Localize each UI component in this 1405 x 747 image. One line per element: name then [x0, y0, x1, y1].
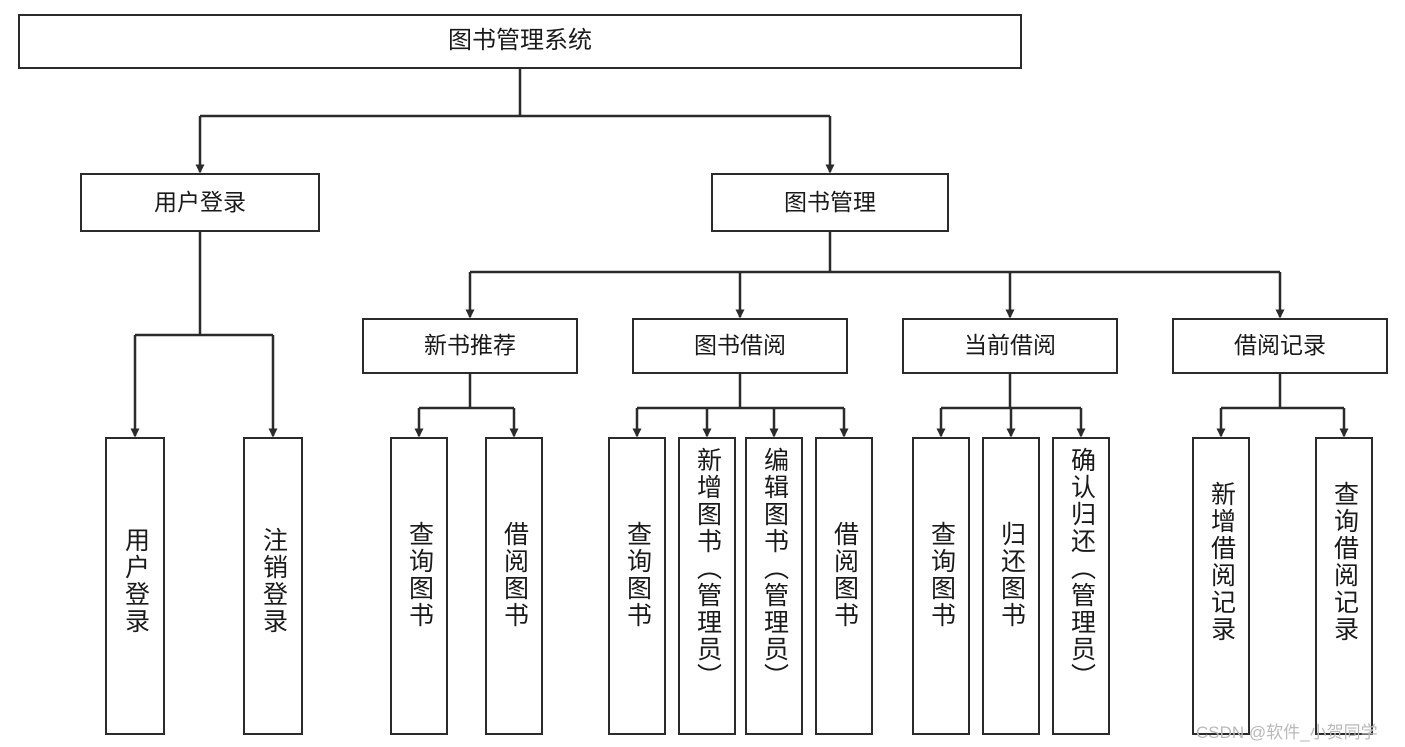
- node-l3-c3: 确认归还（管理员）: [1052, 437, 1110, 735]
- node-l3-b1: 查询图书: [608, 437, 666, 735]
- node-label: 新增借阅记录: [1207, 481, 1236, 643]
- node-label: 查询图书: [927, 521, 956, 629]
- node-root: 图书管理系统: [18, 14, 1022, 69]
- node-l3-u2: 注销登录: [243, 437, 303, 735]
- node-l3-r1: 新增借阅记录: [1192, 437, 1250, 735]
- node-label: 借阅图书: [500, 521, 529, 629]
- node-l3-n2: 借阅图书: [485, 437, 543, 735]
- node-l1-book: 图书管理: [711, 173, 949, 232]
- edge-group: [130, 69, 1349, 438]
- node-l2-current: 当前借阅: [902, 318, 1118, 374]
- node-label: 用户登录: [154, 188, 246, 215]
- node-l3-r2: 查询借阅记录: [1315, 437, 1373, 735]
- node-label: 当前借阅: [964, 332, 1056, 359]
- node-label: 查询图书: [623, 521, 652, 629]
- node-label: 借阅图书: [830, 521, 859, 629]
- node-l3-u1: 用户登录: [105, 437, 165, 735]
- node-l1-user: 用户登录: [80, 173, 320, 232]
- node-l3-b2: 新增图书（管理员）: [678, 437, 736, 735]
- node-label: 编辑图书（管理员）: [760, 447, 789, 690]
- node-l3-c1: 查询图书: [912, 437, 970, 735]
- node-label: 新增图书（管理员）: [693, 447, 722, 690]
- node-label: 用户登录: [121, 527, 150, 635]
- node-l2-record: 借阅记录: [1172, 318, 1388, 374]
- node-l3-b4: 借阅图书: [815, 437, 873, 735]
- node-label: 确认归还（管理员）: [1067, 447, 1096, 690]
- node-label: 归还图书: [997, 521, 1026, 629]
- node-label: 查询图书: [405, 521, 434, 629]
- node-l2-new: 新书推荐: [362, 318, 578, 374]
- node-label: 图书管理: [784, 188, 876, 215]
- node-l3-b3: 编辑图书（管理员）: [745, 437, 803, 735]
- node-label: 图书管理系统: [448, 27, 592, 55]
- node-label: 注销登录: [259, 527, 288, 635]
- node-l3-n1: 查询图书: [390, 437, 448, 735]
- node-l3-c2: 归还图书: [982, 437, 1040, 735]
- node-label: 借阅记录: [1234, 332, 1326, 359]
- node-l2-borrow: 图书借阅: [632, 318, 848, 374]
- node-label: 查询借阅记录: [1330, 481, 1359, 643]
- node-label: 新书推荐: [424, 332, 516, 359]
- node-label: 图书借阅: [694, 332, 786, 359]
